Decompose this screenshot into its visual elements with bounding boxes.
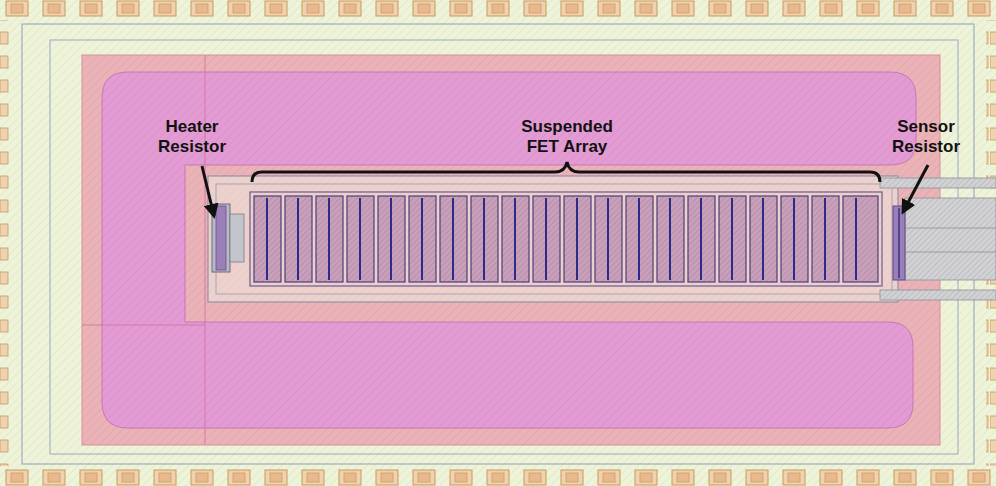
sensor-resistor — [893, 206, 905, 280]
guard-ring — [50, 40, 958, 454]
bond-pads — [0, 468, 996, 486]
metal-lead — [880, 178, 996, 188]
metal-lead — [905, 252, 996, 253]
metal-lead — [905, 198, 996, 280]
layer-edge — [82, 325, 205, 326]
metal-lead — [880, 290, 996, 300]
bracket — [252, 162, 880, 182]
guard-ring — [22, 24, 974, 464]
callout-label: Suspended FET Array — [515, 117, 619, 157]
heater-resistor — [230, 214, 244, 262]
heater-resistor — [216, 206, 226, 270]
suspended-beam — [208, 176, 898, 302]
bond-pads — [0, 0, 996, 18]
callout-label: Heater Resistor — [151, 117, 233, 157]
gate-finger — [267, 198, 856, 280]
layer-edge — [205, 55, 206, 445]
callout-label: Sensor Resistor — [886, 117, 966, 157]
suspended-beam — [216, 184, 892, 294]
metal-lead — [905, 228, 996, 229]
fet-array — [254, 196, 878, 282]
bond-pads — [0, 20, 10, 466]
sensor-resistor — [898, 208, 900, 278]
etch-window — [102, 72, 916, 428]
oxide-opening — [82, 55, 940, 445]
leader-arrow — [903, 165, 928, 212]
fet-array — [250, 192, 882, 286]
leader-arrow — [202, 166, 214, 216]
